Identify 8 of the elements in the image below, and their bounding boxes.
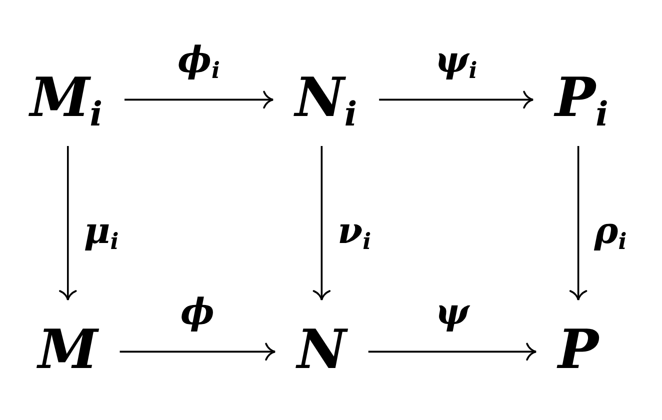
math-object-label: M$_{i}$: [30, 70, 102, 124]
math-object-label: P$_{i}$: [555, 70, 608, 124]
math-object-label: M: [38, 322, 98, 376]
edge-label: ϕ: [180, 294, 214, 330]
math-object-label: N$_{i}$: [295, 70, 358, 124]
edge-label: ϕ$_{i}$: [178, 42, 220, 78]
math-object-label: P: [558, 322, 599, 376]
math-object-label: N: [297, 322, 346, 376]
